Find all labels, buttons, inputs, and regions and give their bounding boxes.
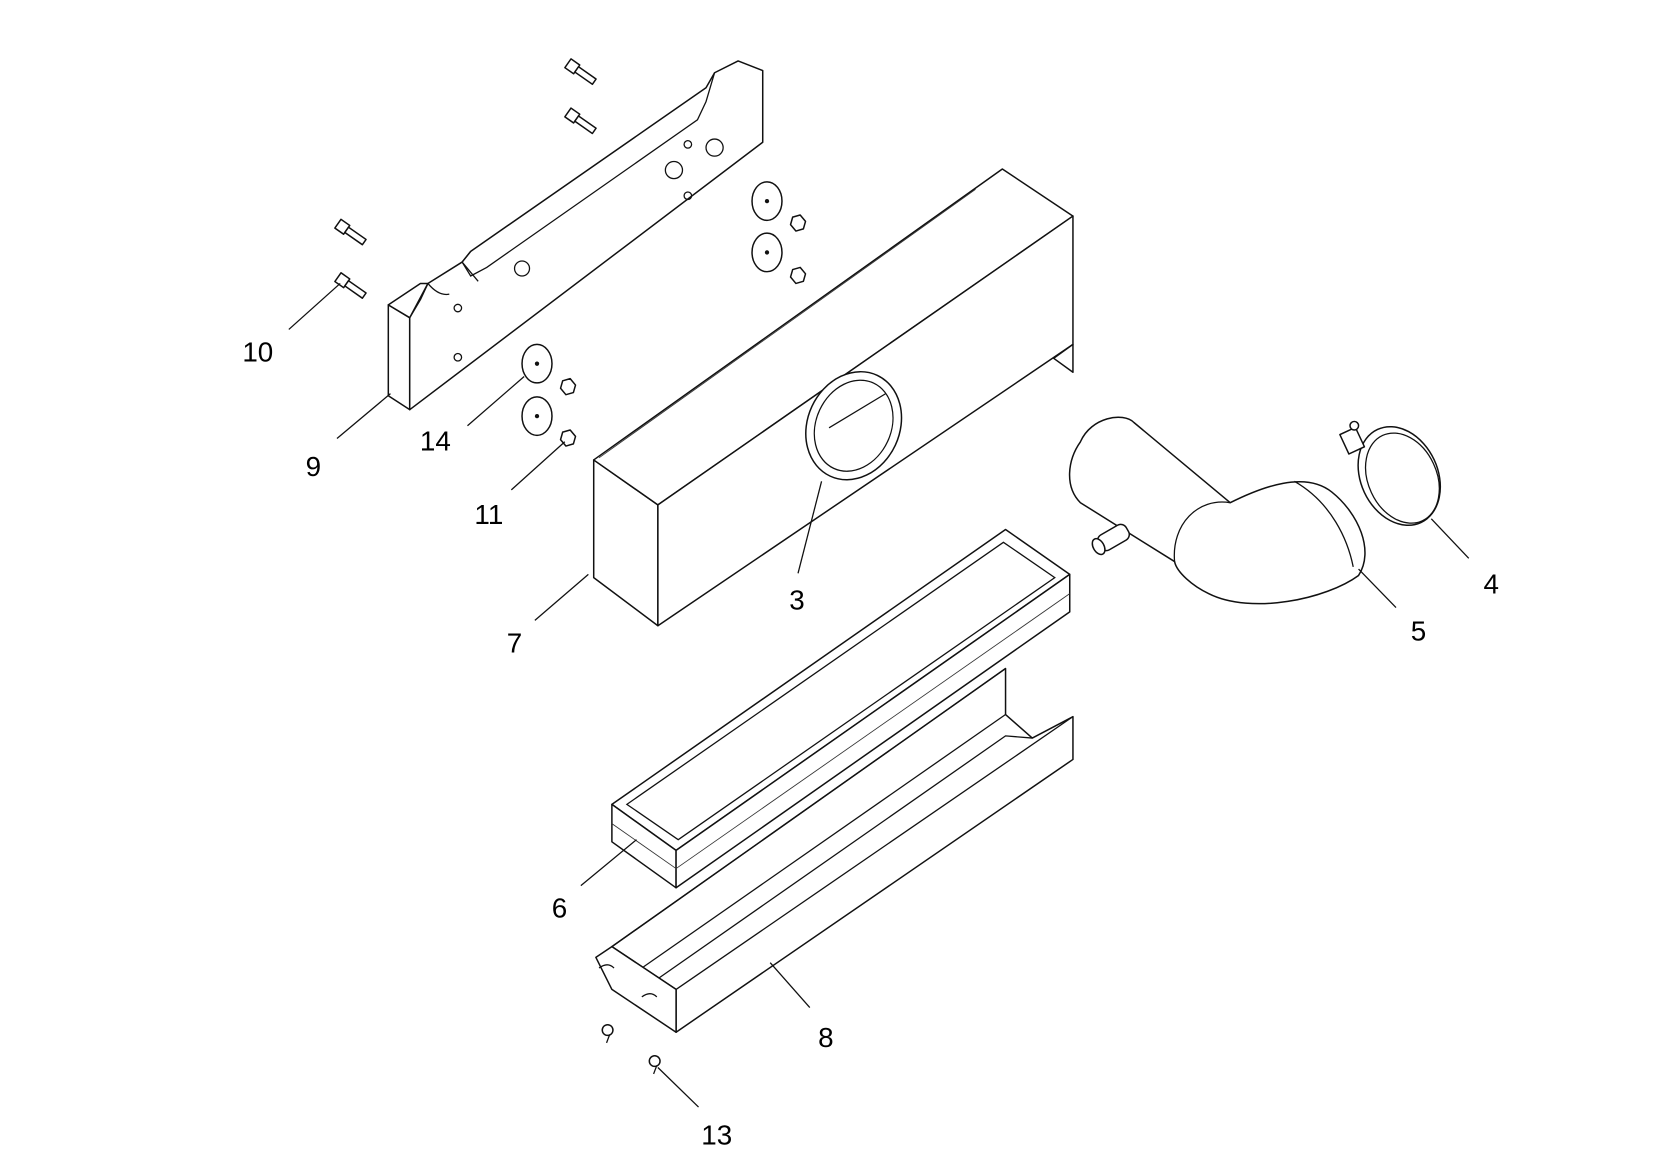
- wing-screw-part-13: [601, 1023, 661, 1075]
- callout-4: 4: [1483, 569, 1498, 600]
- callout-13: 13: [701, 1120, 732, 1151]
- washer-part-14: [521, 181, 783, 437]
- callout-5: 5: [1411, 616, 1426, 647]
- housing-part-7: [592, 168, 1074, 627]
- callout-10: 10: [242, 337, 273, 368]
- callout-14: 14: [420, 425, 451, 456]
- callout-11: 11: [474, 499, 503, 530]
- callout-6: 6: [552, 893, 567, 924]
- callout-3: 3: [789, 585, 804, 616]
- callout-8: 8: [818, 1022, 833, 1053]
- filter-element-part-6: [611, 528, 1071, 889]
- leader-lines: [288, 282, 1470, 1108]
- callout-9: 9: [306, 451, 321, 482]
- mounting-plate-part-9: [387, 60, 764, 411]
- tray-part-8: [595, 667, 1074, 1033]
- elbow-hose-part-5: [1068, 416, 1366, 605]
- hose-clamp-part-4: [1339, 420, 1442, 527]
- callout-7: 7: [507, 627, 522, 658]
